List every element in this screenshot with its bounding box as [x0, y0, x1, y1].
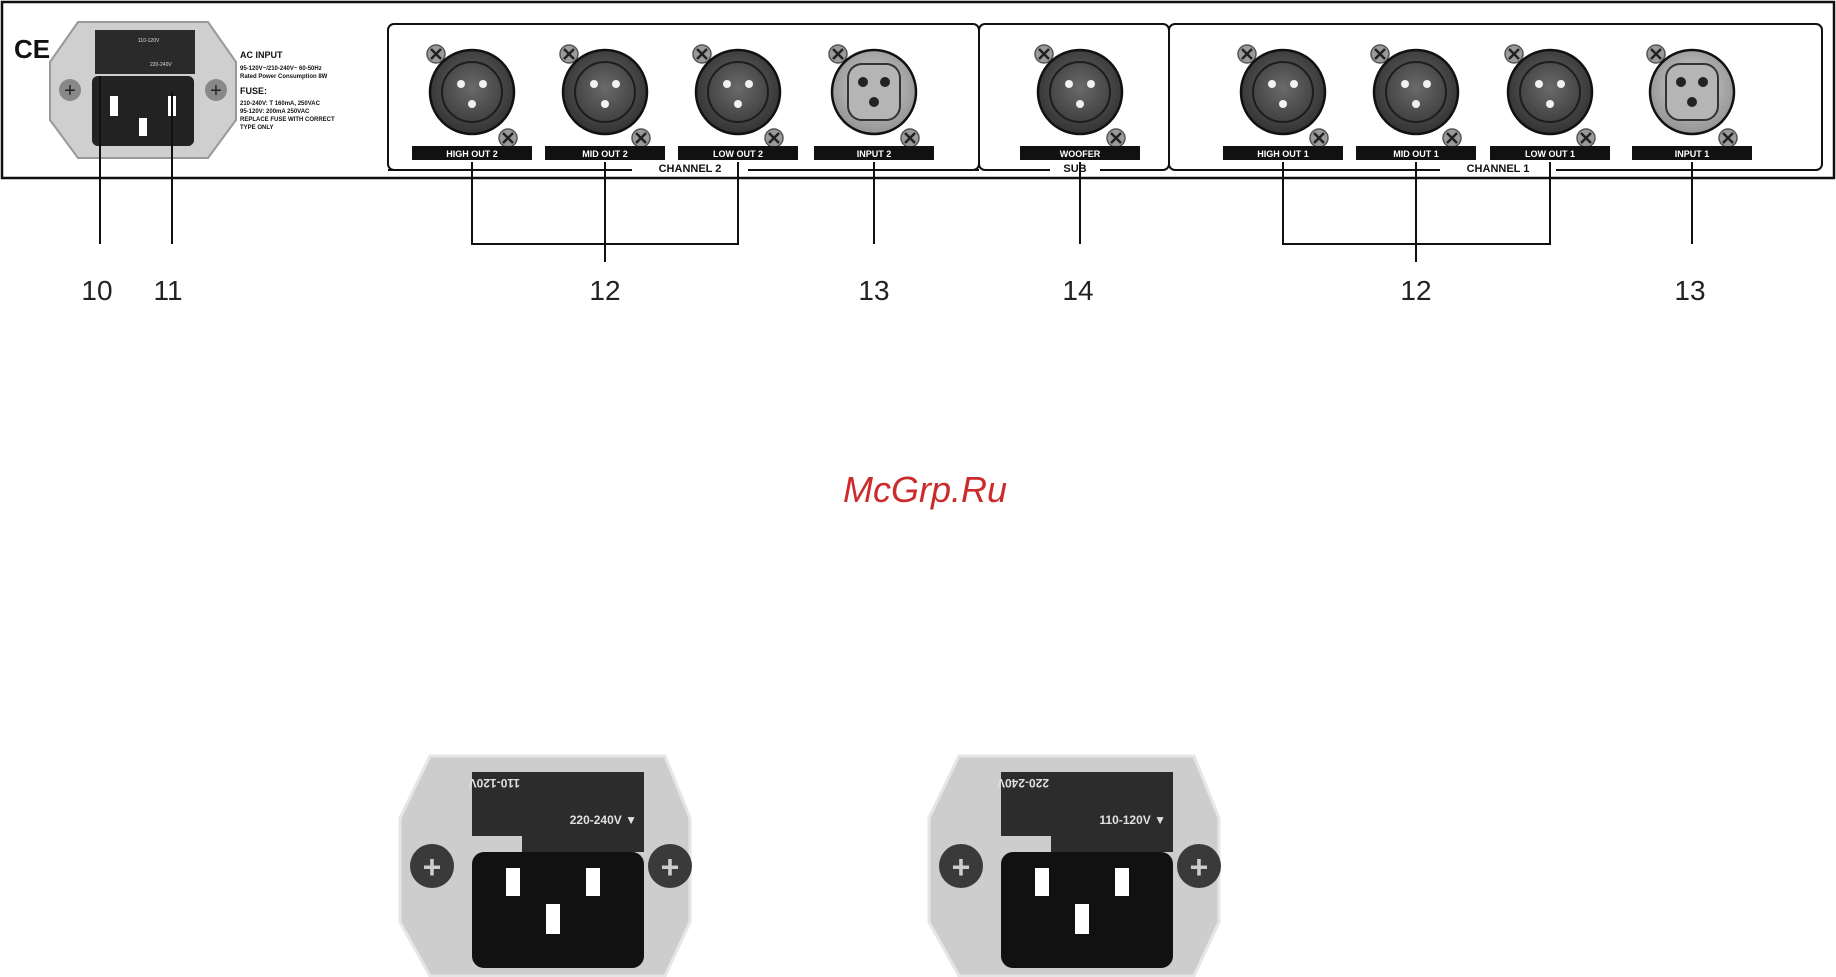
leader-lines	[99, 76, 1693, 262]
connector-screw-icon	[426, 44, 446, 64]
selector-top-text: 220-240V	[997, 776, 1049, 790]
connector-screw-icon	[1646, 44, 1666, 64]
connector-label-bar	[1356, 146, 1476, 160]
callout-11: 11	[153, 275, 182, 306]
voltage-selector-illustration-1: + + 110-120V 220-240V ▼	[398, 754, 692, 977]
connector-label: HIGH OUT 1	[1257, 149, 1309, 159]
connector-screw-icon	[559, 44, 579, 64]
fuse-line-4: TYPE ONLY	[240, 125, 273, 131]
ac-input-line-1: 95-120V~/210-240V~ 60-50Hz	[240, 66, 322, 72]
callout-12: 12	[589, 275, 620, 306]
connector-screw-icon	[1442, 128, 1462, 148]
iec-socket	[92, 76, 194, 146]
xlr-connector-mid-out-2[interactable]: MID OUT 2	[545, 44, 665, 160]
selector-text-top: 110-120V	[138, 38, 160, 44]
fuse-line-3: REPLACE FUSE WITH CORRECT	[240, 117, 335, 123]
connector-screw-icon	[1576, 128, 1596, 148]
connector-screw-icon	[1034, 44, 1054, 64]
svg-text:+: +	[952, 849, 971, 885]
mount-screw-icon	[1177, 844, 1221, 888]
voltage-selector-illustration-2: + + 220-240V 110-120V ▼	[927, 754, 1221, 977]
xlr-connector-woofer[interactable]: WOOFER	[1020, 44, 1140, 160]
connector-screw-icon	[1718, 128, 1738, 148]
connector-label: LOW OUT 1	[1525, 149, 1575, 159]
connector-screw-icon	[828, 44, 848, 64]
callout-10: 10	[81, 275, 112, 306]
connector-label: MID OUT 1	[1393, 149, 1439, 159]
connector-screw-icon	[1106, 128, 1126, 148]
power-inlet-module: + + 110-120V 220-240V	[49, 21, 237, 159]
xlr-connector-high-out-1[interactable]: HIGH OUT 1	[1223, 44, 1343, 160]
fuse-title: FUSE:	[240, 86, 267, 96]
connector-label-bar	[1020, 146, 1140, 160]
group-label-sub: SUB	[1063, 163, 1086, 175]
xlr-connector-high-out-2[interactable]: HIGH OUT 2	[412, 44, 532, 160]
fuse-voltage-selector	[95, 30, 195, 74]
connector-label-bar	[1223, 146, 1343, 160]
xlr-female-insert	[847, 63, 901, 121]
connector-screw-icon	[692, 44, 712, 64]
connector-label: MID OUT 2	[582, 149, 628, 159]
callout-13-right: 13	[1674, 275, 1705, 306]
group-label-channel-2: CHANNEL 2	[659, 163, 722, 175]
fuse-drawer	[1001, 772, 1173, 836]
xlr-connector-input-1[interactable]: INPUT 1	[1632, 44, 1752, 160]
ac-input-line-2: Rated Power Consumption 8W	[240, 74, 328, 80]
connector-label-bar	[1490, 146, 1610, 160]
mount-screw-icon	[205, 79, 227, 101]
connector-label-bar	[678, 146, 798, 160]
connector-screw-icon	[1309, 128, 1329, 148]
xlr-female-insert	[1665, 63, 1719, 121]
fuse-line-2: 95-120V: 200mA 250VAC	[240, 109, 310, 115]
connector-screw-icon	[1370, 44, 1390, 64]
xlr-connector-mid-out-1[interactable]: MID OUT 1	[1356, 44, 1476, 160]
selector-top-text: 110-120V	[469, 776, 520, 790]
svg-text:+: +	[1190, 849, 1209, 885]
callout-14: 14	[1062, 275, 1093, 306]
selector-bottom-text: 220-240V ▼	[570, 813, 637, 827]
connector-screw-icon	[1237, 44, 1257, 64]
callout-13: 13	[858, 275, 889, 306]
ac-input-title: AC INPUT	[240, 50, 283, 60]
mount-screw-icon	[939, 844, 983, 888]
watermark: McGrp.Ru	[843, 469, 1007, 510]
connector-label: LOW OUT 2	[713, 149, 763, 159]
connector-label: INPUT 2	[857, 149, 892, 159]
svg-text:+: +	[661, 849, 680, 885]
connector-label-bar	[814, 146, 934, 160]
mount-screw-icon	[59, 79, 81, 101]
connector-label-bar	[1632, 146, 1752, 160]
connector-label-bar	[545, 146, 665, 160]
selector-bottom-text: 110-120V ▼	[1099, 813, 1166, 827]
svg-text:+: +	[210, 80, 222, 102]
connector-label: INPUT 1	[1675, 149, 1710, 159]
xlr-connector-input-2[interactable]: INPUT 2	[814, 44, 934, 160]
connector-label: WOOFER	[1060, 149, 1101, 159]
mount-screw-icon	[410, 844, 454, 888]
svg-text:+: +	[64, 80, 76, 102]
xlr-connector-low-out-2[interactable]: LOW OUT 2	[678, 44, 798, 160]
mount-screw-icon	[648, 844, 692, 888]
connector-screw-icon	[764, 128, 784, 148]
connector-screw-icon	[1504, 44, 1524, 64]
group-label-channel-1: CHANNEL 1	[1467, 163, 1530, 175]
svg-text:+: +	[423, 849, 442, 885]
fuse-drawer	[472, 772, 644, 836]
connector-label: HIGH OUT 2	[446, 149, 498, 159]
xlr-connector-low-out-1[interactable]: LOW OUT 1	[1490, 44, 1610, 160]
connector-screw-icon	[900, 128, 920, 148]
xlr-connectors: HIGH OUT 2 MID OUT 2 LOW OUT 2 INPUT 2 WOOFE…	[412, 44, 1752, 160]
callout-12-right: 12	[1400, 275, 1431, 306]
selector-text-bottom: 220-240V	[150, 62, 172, 68]
ce-mark: CE	[14, 34, 50, 64]
connector-label-bar	[412, 146, 532, 160]
connector-screw-icon	[498, 128, 518, 148]
connector-screw-icon	[631, 128, 651, 148]
fuse-line-1: 210-240V: T 160mA, 250VAC	[240, 101, 321, 107]
